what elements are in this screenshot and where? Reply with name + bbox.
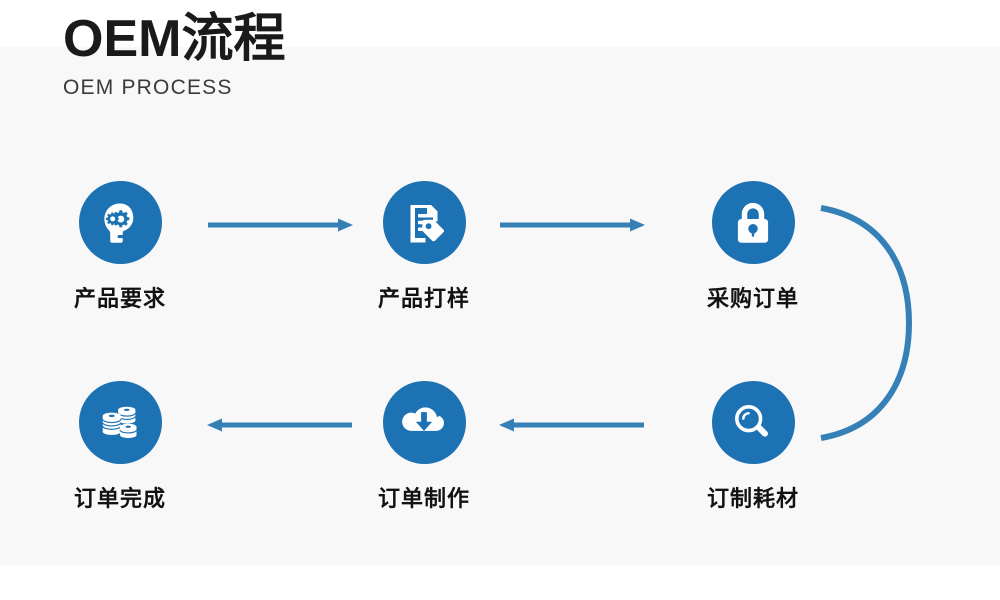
flow-node-label: 订制耗材 [706, 486, 799, 511]
magnifier-icon [730, 400, 776, 446]
connector-arrow-right-1 [200, 210, 360, 245]
padlock-icon [730, 200, 776, 246]
connector-arrow-left-1 [492, 410, 652, 445]
page-subtitle: OEM PROCESS [63, 76, 233, 99]
icon-disc [711, 381, 795, 464]
document-tag-icon [400, 199, 448, 247]
cloud-download-icon [399, 398, 449, 448]
flow-node-label: 产品打样 [377, 286, 470, 311]
icon-disc [382, 381, 466, 464]
flow-node-order-complete[interactable]: 订单完成 [35, 381, 205, 513]
flow-node-label: 订单完成 [73, 486, 166, 511]
flow-node-product-requirement[interactable]: 产品要求 [35, 181, 205, 313]
icon-disc [78, 381, 162, 464]
icon-disc [78, 181, 162, 264]
flow-node-label: 采购订单 [706, 286, 799, 311]
connector-arc-right [805, 195, 925, 460]
icon-disc [382, 181, 466, 264]
flow-node-custom-consumables[interactable]: 订制耗材 [668, 381, 838, 513]
flow-node-order-production[interactable]: 订单制作 [339, 381, 509, 513]
flow-node-purchase-order[interactable]: 采购订单 [668, 181, 838, 313]
page-title: OEM流程 [63, 10, 286, 68]
connector-arrow-left-2 [200, 410, 360, 445]
content-panel [0, 47, 1000, 565]
coins-stack-icon [96, 399, 144, 447]
flow-node-label: 产品要求 [73, 286, 166, 311]
flow-node-label: 订单制作 [377, 486, 470, 511]
head-gears-icon [95, 198, 145, 248]
heading-block: OEM流程 OEM PROCESS [63, 8, 285, 100]
icon-disc [711, 181, 795, 264]
bottom-white-band [0, 565, 1000, 600]
flow-node-product-sampling[interactable]: 产品打样 [339, 181, 509, 313]
connector-arrow-right-2 [492, 210, 652, 245]
